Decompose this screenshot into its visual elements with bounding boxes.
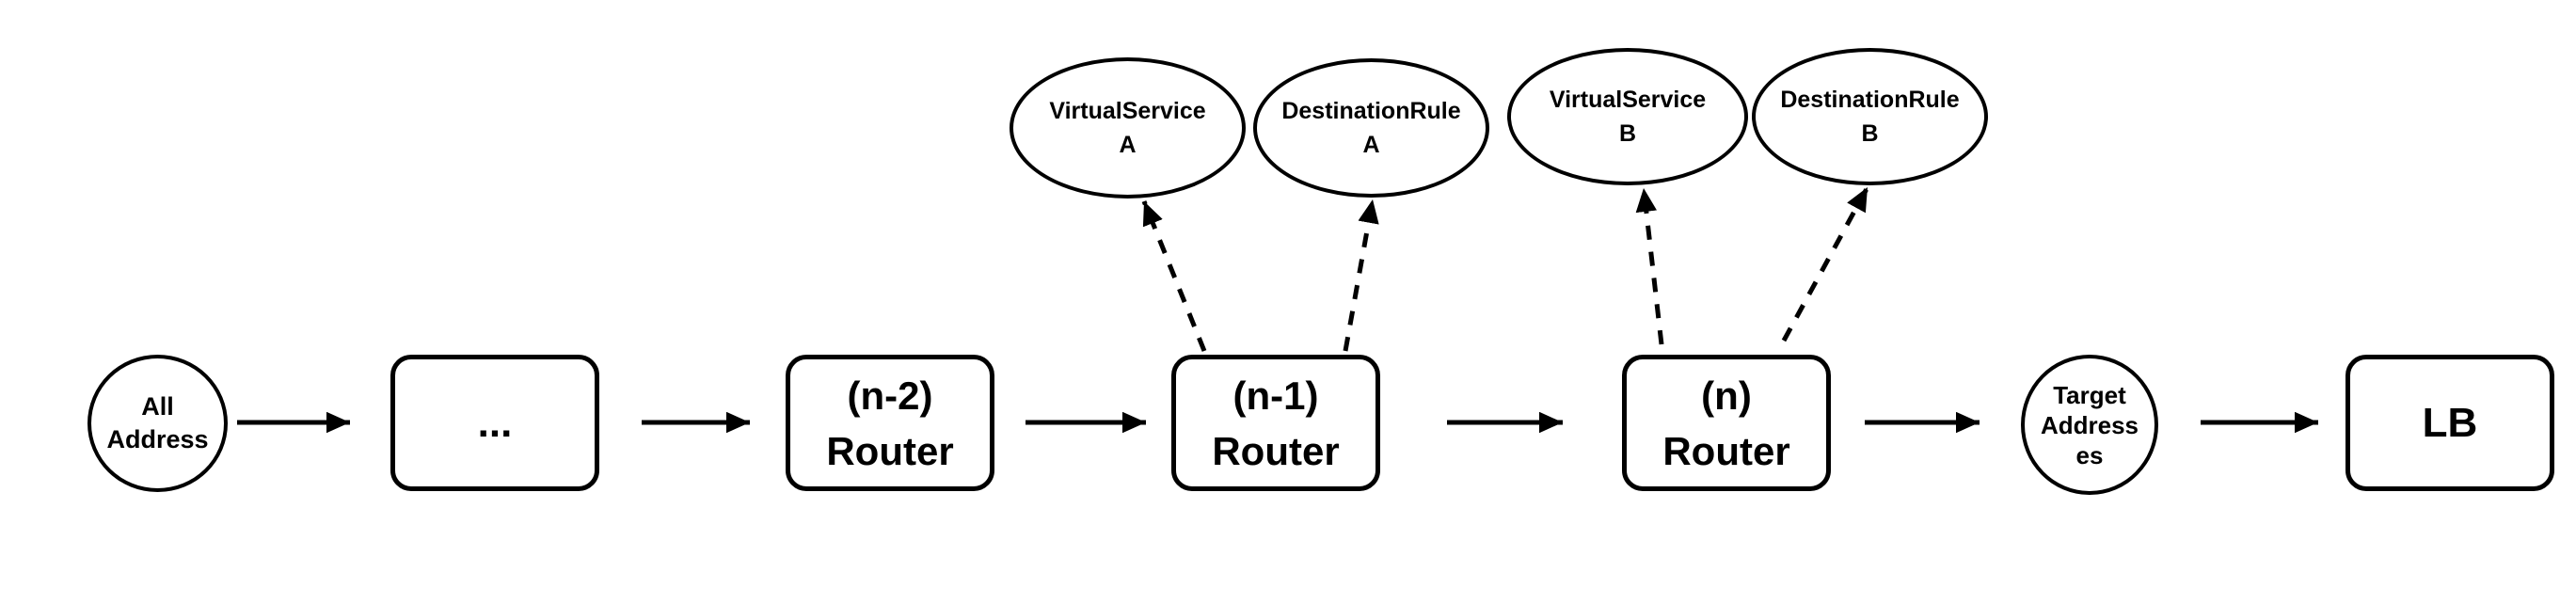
destinationrule-b-node: DestinationRule B: [1752, 48, 1988, 185]
dashed-arrow-n1router-to-destinationrule-a: [1343, 199, 1379, 352]
router-n2-node: (n-2) Router: [786, 355, 994, 491]
router-n-node: (n) Router: [1622, 355, 1831, 491]
dashed-arrow-nrouter-to-destinationrule-b: [1781, 185, 1870, 342]
target-addresses-node: Target Address es: [2021, 355, 2158, 495]
dashed-arrow-n1router-to-virtualservice-a: [1141, 200, 1207, 352]
dashed-arrow-nrouter-to-virtualservice-b: [1635, 187, 1664, 345]
destinationrule-a-node: DestinationRule A: [1253, 58, 1489, 198]
all-address-node: All Address: [87, 355, 228, 492]
router-n1-node: (n-1) Router: [1171, 355, 1380, 491]
virtualservice-a-node: VirtualService A: [1010, 57, 1246, 199]
ellipsis-router-node: ...: [390, 355, 599, 491]
virtualservice-b-node: VirtualService B: [1507, 48, 1748, 185]
lb-node: LB: [2345, 355, 2554, 491]
